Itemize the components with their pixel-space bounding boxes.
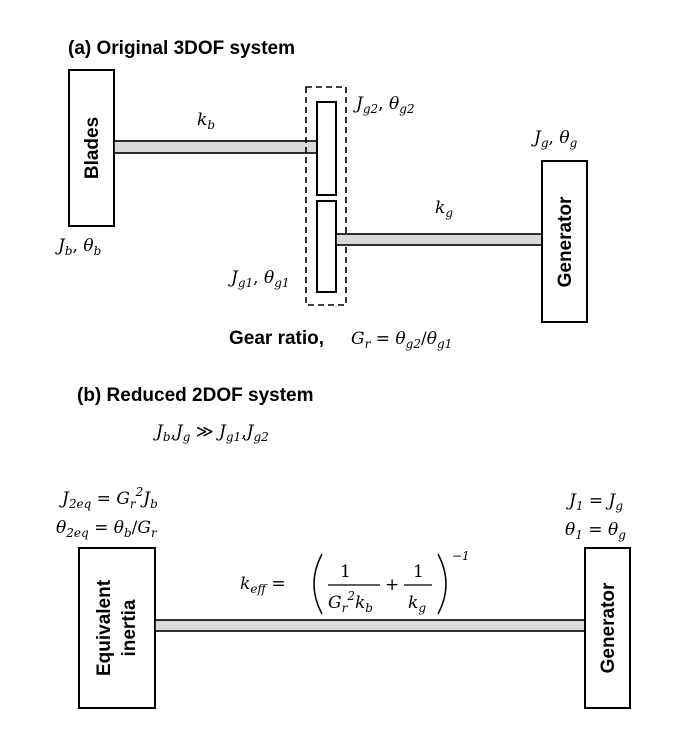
equivalent-label-line2: inertia [119, 599, 140, 656]
svg-text:Jb,Jg ≫ Jg1,Jg2: Jb,Jg ≫ Jg1,Jg2 [153, 422, 269, 444]
panel-b-heading: (b) Reduced 2DOF system [77, 385, 314, 406]
svg-text:kg: kg [408, 593, 426, 615]
theta2eq-label: θ2eq = θb/Gr [56, 518, 158, 540]
svg-text:1: 1 [340, 562, 351, 582]
svg-text:Jg2, θg2: Jg2, θg2 [353, 94, 415, 116]
generator-box-b [584, 547, 631, 709]
blades-label: Blades [82, 117, 103, 179]
svg-text:keff =: keff = [240, 574, 286, 596]
generator-inertia-label: Jg, θg [531, 128, 578, 150]
svg-text:J1 = Jg: J1 = Jg [566, 491, 623, 513]
svg-text:Gr2kb: Gr2kb [328, 589, 373, 615]
svg-text:kg: kg [435, 198, 453, 220]
gear-ratio-formula: Gr = θg2/θg1 [351, 329, 452, 351]
svg-text:+: + [385, 575, 399, 595]
j2eq-label: J2eq = Gr2Jb [59, 485, 158, 511]
equivalent-inertia-box [78, 547, 156, 709]
svg-text:Jb, θb: Jb, θb [55, 236, 101, 258]
panel-a-heading: (a) Original 3DOF system [68, 38, 295, 59]
keff-formula: keff = 1 Gr2kb + 1 kg −1 [240, 549, 470, 615]
effective-shaft [154, 619, 586, 632]
blades-shaft [113, 140, 318, 154]
svg-text:θ1 = θg: θ1 = θg [565, 520, 626, 542]
svg-text:θ2eq = θb/Gr: θ2eq = θb/Gr [56, 518, 158, 540]
gear2-box [316, 101, 337, 196]
svg-text:Jg, θg: Jg, θg [531, 128, 578, 150]
kg-label: kg [435, 198, 453, 220]
equivalent-label-line1: Equivalent [94, 579, 115, 676]
kb-label: kb [197, 110, 215, 132]
gearbox-enclosure [305, 86, 347, 306]
svg-text:1: 1 [413, 562, 424, 582]
assumption-label: Jb,Jg ≫ Jg1,Jg2 [153, 422, 269, 444]
blades-inertia-label: Jb, θb [55, 236, 101, 258]
generator-label-b: Generator [598, 582, 619, 673]
svg-text:−1: −1 [452, 549, 470, 563]
svg-text:Jg1, θg1: Jg1, θg1 [228, 268, 290, 290]
gear-ratio-text: Gear ratio, [229, 328, 324, 349]
generator-box-a [541, 160, 588, 323]
generator-shaft [335, 233, 543, 246]
svg-text:J2eq = Gr2Jb: J2eq = Gr2Jb [59, 485, 158, 511]
gear1-inertia-label: Jg1, θg1 [228, 268, 290, 290]
j1-label: J1 = Jg [566, 491, 623, 513]
gear1-box [316, 200, 337, 293]
gear2-inertia-label: Jg2, θg2 [353, 94, 415, 116]
blades-box [68, 69, 115, 227]
theta1-label: θ1 = θg [565, 520, 626, 542]
svg-text:kb: kb [197, 110, 215, 132]
svg-text:Gr = θg2/θg1: Gr = θg2/θg1 [351, 329, 452, 351]
generator-label-a: Generator [555, 196, 576, 287]
